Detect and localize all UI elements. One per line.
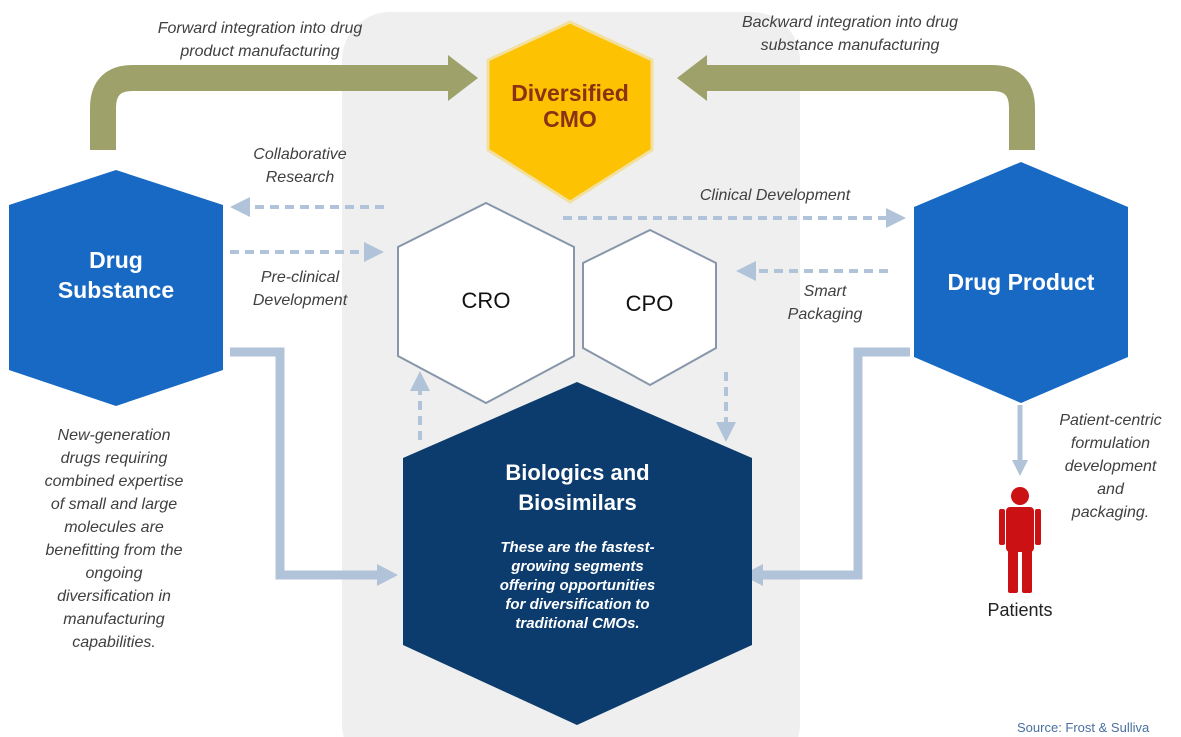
drug-product-to-patients-arrow — [1012, 405, 1028, 476]
drug-product-label: Drug Product — [947, 269, 1095, 295]
biologics-title: Biologics and Biosimilars — [505, 460, 650, 515]
preclinical-development-label: Pre-clinical Development — [252, 269, 348, 309]
cro-label: CRO — [461, 288, 511, 313]
cro-hexagon — [397, 201, 575, 405]
new-generation-label: New-generation drugs requiring combined … — [44, 427, 184, 651]
drug-substance-to-biologics-arrow — [230, 347, 398, 586]
biologics-hexagon — [403, 382, 752, 725]
patient-figure-icon — [999, 487, 1041, 593]
biologics-description: These are the fastest- growing segments … — [499, 539, 656, 632]
cmo-label: Diversified CMO — [511, 80, 629, 132]
forward-integration-label: Forward integration into drug product ma… — [157, 20, 363, 60]
patients-label: Patients — [987, 600, 1053, 620]
backward-integration-arrow — [677, 55, 1035, 150]
forward-integration-arrow — [90, 55, 478, 150]
drug-substance-hexagon — [9, 170, 223, 406]
drug-substance-label: Drug Substance — [57, 247, 175, 303]
diversified-cmo-hexagon — [486, 20, 654, 204]
drug-product-hexagon — [914, 162, 1128, 403]
smart-packaging-label: Smart Packaging — [787, 283, 863, 323]
drug-product-to-biologics-arrow — [742, 347, 910, 586]
clinical-development-label: Clinical Development — [699, 187, 851, 204]
collaborative-research-label: Collaborative Research — [253, 146, 347, 186]
cpo-hexagon — [582, 228, 717, 387]
patient-centric-label: Patient-centric formulation development … — [1059, 412, 1162, 521]
cpo-label: CPO — [625, 291, 674, 316]
backward-integration-label: Backward integration into drug substance… — [741, 14, 959, 54]
source-note: Source: Frost & Sulliva — [1017, 720, 1150, 735]
